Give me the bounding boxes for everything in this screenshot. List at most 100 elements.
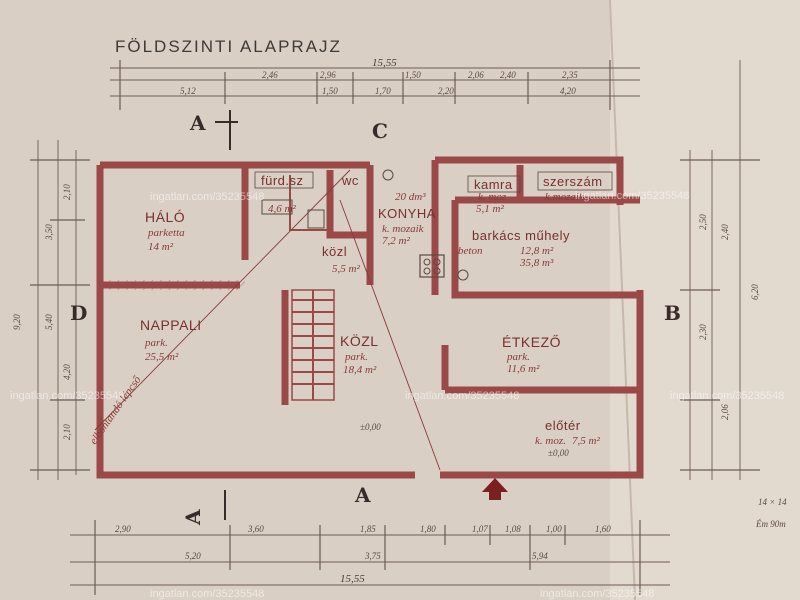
pantry-label-box bbox=[467, 175, 521, 193]
dim-corner: 14 × 14 bbox=[758, 497, 787, 507]
dim-top-r1-3: 2,06 bbox=[468, 70, 484, 80]
room-kozl-small-area: 5,5 m² bbox=[332, 263, 360, 275]
dim-bottom-r1-6: 1,00 bbox=[546, 524, 562, 534]
dim-bottom-r2-1: 3,75 bbox=[364, 551, 381, 561]
section-mark-c: C bbox=[372, 119, 388, 143]
room-kamra-floor: k. moz bbox=[478, 191, 507, 203]
room-eloter-name: előtér bbox=[545, 418, 581, 433]
bath-label-box bbox=[254, 171, 314, 189]
dim-top-r2-1: 1,50 bbox=[322, 86, 338, 96]
room-furdo-area: 4,6 m² bbox=[268, 203, 296, 215]
watermark: ingatlan.com/35235548 bbox=[575, 190, 689, 202]
room-nappali-area: 25,5 m² bbox=[145, 351, 179, 363]
room-barkacs-volume: 35,8 m³ bbox=[519, 257, 554, 269]
left-dimensions: 9,20 5,40 2,10 3,50 4,20 2,10 bbox=[12, 140, 90, 480]
watermark: ingatlan.com/35235548 bbox=[405, 390, 519, 402]
note-level-2: ±0,00 bbox=[548, 448, 569, 458]
room-halo-name: HÁLÓ bbox=[145, 209, 185, 225]
dim-top-r2-2: 1,70 bbox=[375, 86, 391, 96]
note-level: ±0,00 bbox=[360, 422, 381, 432]
room-kozl-big-floor: park. bbox=[344, 351, 368, 363]
room-barkacs-area: 12,8 m² bbox=[520, 245, 554, 257]
stair bbox=[291, 289, 335, 401]
room-konyha-floor: k. mozaik bbox=[382, 223, 425, 235]
dim-bottom-r1-7: 1,60 bbox=[595, 524, 611, 534]
dim-bottom-r2-0: 5,20 bbox=[185, 551, 201, 561]
dim-top-r1-2: 1,50 bbox=[405, 70, 421, 80]
room-kozl-small-name: közl bbox=[322, 244, 347, 259]
entrance-arrow-icon bbox=[482, 478, 508, 500]
dim-top-r1-4: 2,40 bbox=[500, 70, 516, 80]
section-mark-a-bottom: A bbox=[354, 483, 371, 507]
room-konyha-volume: 20 dm³ bbox=[395, 191, 426, 203]
section-mark-a-bottom-side: A bbox=[181, 509, 205, 526]
dim-right-3: 2,06 bbox=[720, 404, 730, 420]
burner-icon bbox=[433, 267, 441, 275]
dim-left-3: 3,50 bbox=[44, 224, 54, 241]
watermark: ingatlan.com/35235548 bbox=[150, 588, 264, 600]
room-nappali-floor: park. bbox=[144, 337, 168, 349]
bathtub-icon bbox=[261, 199, 293, 215]
room-wc-name: wc bbox=[341, 173, 359, 188]
dim-top-r2-0: 5,12 bbox=[180, 86, 196, 96]
room-nappali-name: NAPPALI bbox=[140, 317, 202, 333]
room-etkezo-area: 11,6 m² bbox=[507, 363, 540, 375]
section-mark-a-top: A bbox=[189, 111, 206, 135]
dim-top-r1-0: 2,46 bbox=[262, 70, 278, 80]
wall-hatch bbox=[100, 280, 245, 290]
room-konyha-area: 7,2 m² bbox=[382, 235, 410, 247]
watermark: ingatlan.com/35235548 bbox=[540, 588, 654, 600]
room-barkacs-name: barkács műhely bbox=[472, 228, 570, 243]
top-dimensions: 15,55 2,46 2,96 1,50 2,06 2,40 2,35 5,12… bbox=[110, 57, 640, 110]
room-barkacs-floor: beton bbox=[458, 245, 483, 257]
room-halo-floor: parketta bbox=[147, 227, 185, 239]
section-mark-d: D bbox=[70, 301, 87, 325]
demolition-line-2 bbox=[339, 199, 441, 471]
dim-bottom-r1-0: 2,90 bbox=[115, 524, 131, 534]
dim-bottom-r1-2: 1,85 bbox=[360, 524, 376, 534]
dim-right-1: 2,50 bbox=[698, 214, 708, 230]
dim-right-0: 6,20 bbox=[750, 284, 760, 300]
dim-corner2: Ém 90m bbox=[755, 519, 786, 529]
room-kozl-big-area: 18,4 m² bbox=[343, 364, 377, 376]
room-etkezo-floor: park. bbox=[506, 351, 530, 363]
watermark: ingatlan.com/35235548 bbox=[10, 390, 124, 402]
stove-icon bbox=[419, 254, 445, 278]
dim-left-5: 2,10 bbox=[62, 424, 72, 440]
plan-title: FÖLDSZINTI ALAPRAJZ bbox=[115, 37, 342, 56]
chimney-icon bbox=[457, 269, 469, 281]
dim-bottom-total: 15,55 bbox=[340, 573, 365, 585]
room-eloter-area: 7,5 m² bbox=[572, 435, 600, 447]
room-kozl-big-name: KÖZL bbox=[340, 332, 379, 349]
room-kamra-area: 5,1 m² bbox=[476, 203, 504, 215]
right-dimensions: 6,20 2,50 2,30 2,06 2,40 bbox=[680, 60, 760, 480]
dim-top-total: 15,55 bbox=[372, 57, 397, 69]
watermark: ingatlan.com/35235548 bbox=[670, 390, 784, 402]
room-szerszam-floor: k.mozaik bbox=[545, 191, 585, 203]
room-halo-area: 14 m² bbox=[148, 241, 174, 253]
dim-bottom-r1-5: 1,08 bbox=[505, 524, 521, 534]
room-eloter-floor: k. moz. bbox=[535, 435, 566, 447]
dim-left-0: 9,20 bbox=[12, 314, 22, 330]
section-mark-b: B bbox=[664, 301, 681, 325]
dim-top-r2-3: 2,20 bbox=[438, 86, 454, 96]
dim-top-r1-1: 2,96 bbox=[320, 70, 336, 80]
dim-right-2: 2,30 bbox=[698, 324, 708, 340]
fold-line bbox=[609, 0, 636, 600]
burner-icon bbox=[433, 258, 441, 266]
dim-left-4: 4,20 bbox=[62, 364, 72, 380]
burner-icon bbox=[423, 267, 431, 275]
dim-bottom-r1-4: 1,07 bbox=[472, 524, 488, 534]
dim-left-1: 5,40 bbox=[44, 314, 54, 330]
room-furdo-name: fürd.sz bbox=[261, 173, 304, 188]
watermark: ingatlan.com/35235548 bbox=[150, 191, 264, 203]
dim-right-4: 2,40 bbox=[720, 224, 730, 240]
dim-top-r1-5: 2,35 bbox=[562, 70, 578, 80]
dim-bottom-r1-1: 3,60 bbox=[247, 524, 264, 534]
room-konyha-name: KONYHA bbox=[378, 206, 436, 221]
shower-icon bbox=[307, 209, 325, 229]
dim-bottom-r1-3: 1,80 bbox=[420, 524, 436, 534]
dim-bottom-r2-2: 5,94 bbox=[532, 551, 548, 561]
tools-label-box bbox=[537, 171, 613, 191]
